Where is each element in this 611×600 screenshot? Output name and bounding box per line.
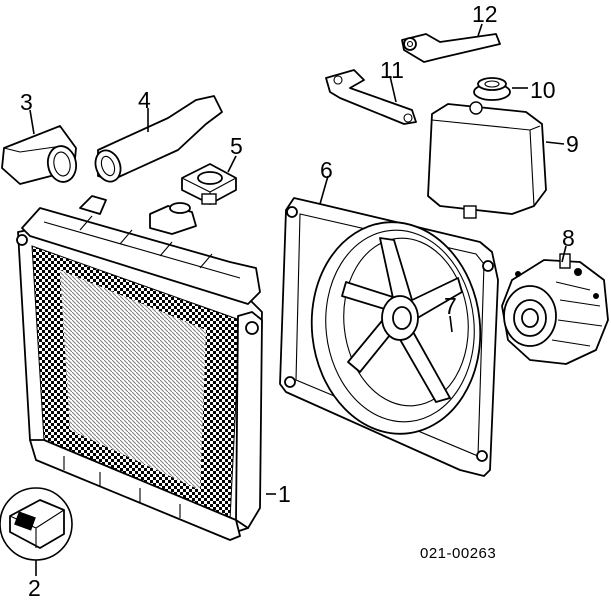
fan-clutch	[501, 253, 609, 365]
callout-6: 6	[320, 157, 333, 183]
callout-9: 9	[566, 131, 579, 157]
lower-hose	[1, 125, 78, 185]
radiator	[16, 195, 263, 541]
tank-cap	[473, 77, 511, 101]
callout-7: 7	[444, 293, 457, 319]
mounting-clip	[0, 487, 73, 561]
callout-2: 2	[28, 575, 41, 600]
callout-8: 8	[562, 225, 575, 251]
callout-11: 11	[380, 57, 404, 83]
bracket	[325, 69, 417, 125]
fan	[341, 237, 463, 403]
callout-5: 5	[230, 133, 243, 159]
reference-code: 021-00263	[420, 545, 496, 562]
callout-4: 4	[138, 87, 151, 113]
callout-1: 1	[278, 481, 291, 507]
upper-hose	[94, 95, 223, 183]
callout-10: 10	[530, 77, 556, 103]
callout-3: 3	[20, 89, 33, 115]
callout-12: 12	[472, 1, 498, 27]
expansion-tank	[427, 101, 547, 219]
overflow-hose	[401, 33, 501, 63]
radiator-cap	[181, 163, 237, 205]
leader-lines	[29, 23, 567, 576]
callout-labels: 1 2 3 4 5 6 7 8 9 10 11 12	[20, 1, 579, 600]
